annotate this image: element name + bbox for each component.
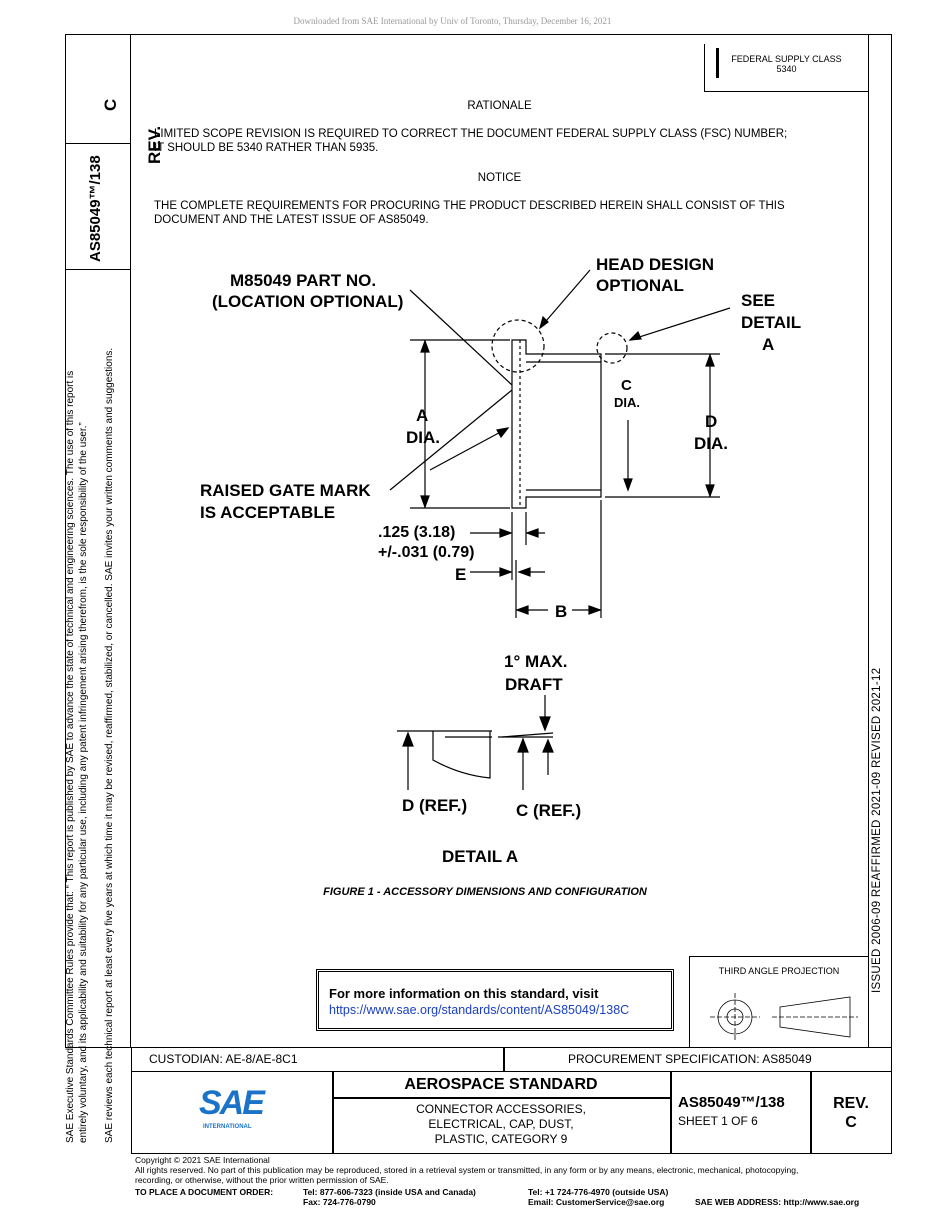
fax: Fax: 724-776-0790	[303, 1197, 376, 1207]
rights-line1: All rights reserved. No part of this pub…	[135, 1165, 799, 1175]
tb-divider-3	[810, 1072, 812, 1154]
label-see-2: DETAIL	[741, 313, 801, 332]
label-gate-2: IS ACCEPTABLE	[200, 503, 335, 522]
label-d: D	[705, 412, 717, 431]
fsc-box: FEDERAL SUPPLY CLASS 5340	[704, 44, 868, 92]
tb-doc-number: AS85049™/138	[678, 1094, 785, 1111]
tb-rev-label: REV.	[833, 1095, 869, 1112]
notice-line2: DOCUMENT AND THE LATEST ISSUE OF AS85049…	[154, 214, 429, 226]
title-description: CONNECTOR ACCESSORIES, ELECTRICAL, CAP, …	[332, 1102, 670, 1147]
label-d-ref: D (REF.)	[402, 796, 467, 815]
copyright: Copyright © 2021 SAE International	[135, 1155, 270, 1165]
rights-line2: recording, or otherwise, without the pri…	[135, 1175, 389, 1185]
rationale-line2: IT SHOULD BE 5340 RATHER THAN 5935.	[154, 142, 379, 154]
rationale-text: LIMITED SCOPE REVISION IS REQUIRED TO CO…	[154, 127, 864, 155]
label-e: E	[455, 565, 466, 584]
detail-a-title: DETAIL A	[442, 847, 518, 866]
sheet-number: SHEET 1 OF 6	[678, 1114, 758, 1128]
standard-link[interactable]: https://www.sae.org/standards/content/AS…	[329, 1003, 630, 1017]
projection-symbol	[710, 993, 858, 1041]
sae-logo: SAE	[199, 1084, 265, 1122]
notice-line1: THE COMPLETE REQUIREMENTS FOR PROCURING …	[154, 200, 785, 212]
rationale-line1: LIMITED SCOPE REVISION IS REQUIRED TO CO…	[154, 128, 788, 140]
standard-underline	[332, 1097, 670, 1099]
tb-divider-2	[670, 1072, 672, 1154]
more-info-text: For more information on this standard, v…	[329, 986, 599, 1001]
right-column	[868, 34, 892, 1048]
label-head-2: OPTIONAL	[596, 276, 684, 295]
left-column	[65, 34, 131, 1048]
tb-divider-1	[332, 1072, 334, 1154]
label-draft-2: DRAFT	[505, 675, 563, 694]
label-tol-1: .125 (3.18)	[378, 524, 455, 541]
label-d-dia: DIA.	[694, 434, 728, 453]
projection-box: THIRD ANGLE PROJECTION	[689, 956, 868, 1048]
label-part-no-2: (LOCATION OPTIONAL)	[212, 292, 403, 311]
more-info-box: For more information on this standard, v…	[316, 969, 674, 1031]
label-gate-1: RAISED GATE MARK	[200, 481, 371, 500]
label-see-1: SEE	[741, 291, 775, 310]
sae-logo-sub: INTERNATIONAL	[203, 1124, 252, 1130]
fsc-marker	[716, 48, 719, 78]
rev-box: REV. C	[65, 34, 164, 164]
desc-line1: CONNECTOR ACCESSORIES,	[416, 1102, 586, 1116]
aerospace-standard: AEROSPACE STANDARD	[404, 1076, 598, 1093]
download-note: Downloaded from SAE International by Uni…	[293, 16, 612, 26]
tb-rev-value: C	[845, 1114, 857, 1131]
web-address[interactable]: SAE WEB ADDRESS: http://www.sae.org	[695, 1197, 860, 1207]
custodian: CUSTODIAN: AE-8/AE-8C1	[149, 1052, 298, 1066]
notice-title: NOTICE	[477, 172, 522, 184]
fsc-label: FEDERAL SUPPLY CLASS	[731, 54, 842, 64]
procurement-spec: PROCUREMENT SPECIFICATION: AS85049	[568, 1052, 812, 1066]
phone-inside: Tel: 877-606-7323 (inside USA and Canada…	[303, 1187, 476, 1197]
detail-a-circle	[596, 332, 628, 364]
email[interactable]: Email: CustomerService@sae.org	[528, 1197, 665, 1207]
title-block: SAE INTERNATIONAL AEROSPACE STANDARD CON…	[131, 1072, 892, 1154]
label-draft-1: 1° MAX.	[504, 652, 567, 671]
desc-line2: ELECTRICAL, CAP, DUST,	[428, 1117, 574, 1131]
notice-text: THE COMPLETE REQUIREMENTS FOR PROCURING …	[154, 199, 864, 227]
row-divider	[503, 1048, 505, 1072]
label-tol-2: +/-.031 (0.79)	[378, 544, 475, 561]
tb-rev: REV. C	[811, 1094, 891, 1132]
cap-outline	[511, 339, 602, 509]
figure-caption: FIGURE 1 - ACCESSORY DIMENSIONS AND CONF…	[323, 886, 647, 898]
label-c: C	[621, 377, 632, 394]
phone-outside: Tel: +1 724-776-4970 (outside USA)	[528, 1187, 669, 1197]
title-block-row: CUSTODIAN: AE-8/AE-8C1 PROCUREMENT SPECI…	[131, 1048, 892, 1072]
label-a-dia: DIA.	[406, 428, 440, 447]
label-head-1: HEAD DESIGN	[596, 255, 714, 274]
order-label: TO PLACE A DOCUMENT ORDER:	[135, 1187, 274, 1197]
label-c-dia: DIA.	[614, 395, 640, 410]
label-see-3: A	[762, 335, 774, 354]
page-frame	[65, 34, 892, 1048]
label-c-ref: C (REF.)	[516, 801, 581, 820]
projection-label: THIRD ANGLE PROJECTION	[718, 966, 840, 976]
label-part-no-1: M85049 PART NO.	[230, 271, 376, 290]
doc-number-box: AS85049™/138	[65, 144, 131, 270]
label-b: B	[555, 602, 567, 621]
label-a: A	[416, 406, 428, 425]
head-detail-circle	[491, 319, 545, 373]
fsc-value: 5340	[776, 64, 797, 74]
desc-line3: PLASTIC, CATEGORY 9	[434, 1132, 568, 1146]
rationale-title: RATIONALE	[467, 100, 532, 112]
